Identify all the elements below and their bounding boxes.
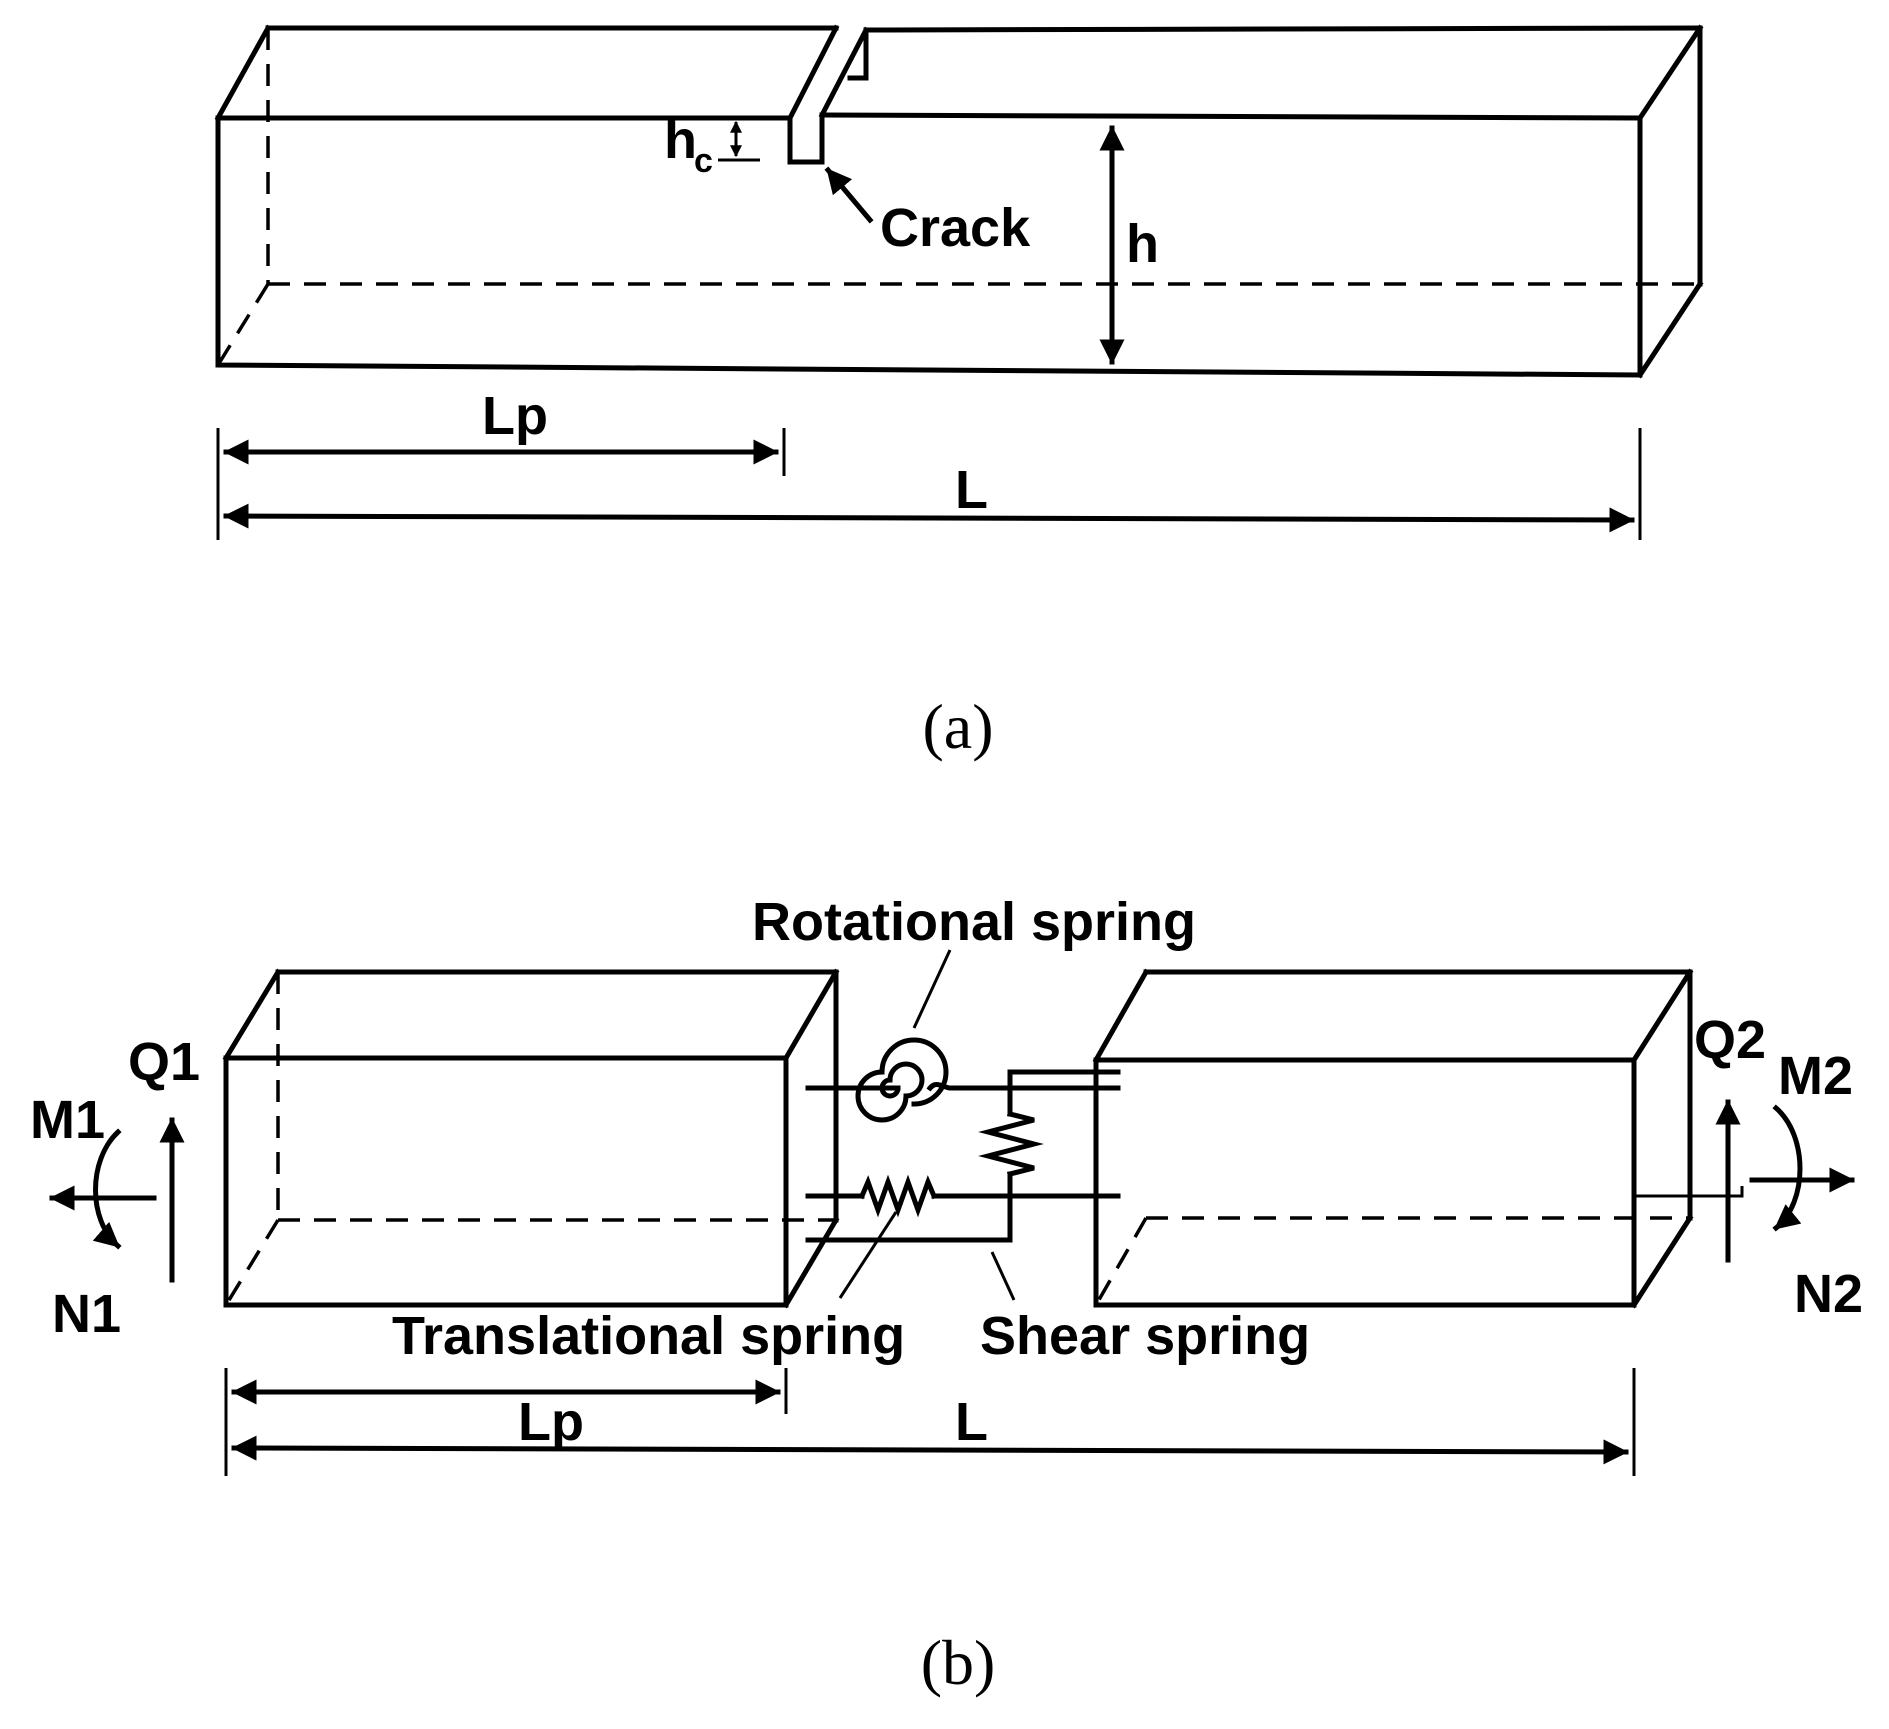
shear-spring-label: Shear spring — [980, 1306, 1310, 1366]
rotational-spring-leader — [912, 949, 952, 1029]
panel-b: Rotational spring — [30, 892, 1863, 1698]
crack-depth-dimension: h c — [664, 110, 760, 180]
crack-label: Crack — [880, 198, 1031, 258]
left-front-face — [223, 1055, 789, 1308]
right-hidden-edge-diagonal — [1094, 1217, 1148, 1306]
beam-front-top-right — [819, 112, 1643, 121]
left-beam-segment — [222, 968, 840, 1309]
right-top-diag-2 — [1630, 968, 1694, 1064]
q1-label: Q1 — [128, 1032, 200, 1092]
m2-moment-arrow — [1772, 1104, 1803, 1232]
crack-face-diagonal-1 — [786, 24, 840, 122]
rotational-spring-label: Rotational spring — [752, 892, 1196, 952]
m1-moment-arrow — [92, 1128, 122, 1250]
l-arrow — [223, 503, 1635, 533]
hc-subscript: c — [694, 142, 713, 180]
crack-notch — [787, 112, 825, 165]
m1-label: M1 — [30, 1090, 105, 1150]
right-axis-line — [1634, 1186, 1744, 1198]
left-top-diag-2 — [782, 968, 840, 1062]
n1-label: N1 — [52, 1284, 121, 1344]
b-lp-label: Lp — [518, 1392, 584, 1452]
rotational-spring-coil — [855, 1037, 949, 1123]
right-bottom-diag — [1630, 1214, 1694, 1309]
right-end-loads: Q2 M2 N2 — [1634, 1010, 1863, 1324]
left-bottom-diag — [782, 1216, 840, 1309]
cracked-beam — [214, 24, 1704, 379]
left-top-diag-1 — [222, 968, 282, 1062]
left-end-loads: Q1 M1 N1 — [30, 1032, 200, 1344]
caption-b: (b) — [921, 1627, 996, 1698]
right-front-face — [1093, 1057, 1637, 1308]
crack-top-notch — [847, 27, 869, 81]
left-hidden-edge-diagonal — [224, 1219, 280, 1306]
rotational-spring-right-lead — [926, 1081, 1121, 1092]
translational-spring-leader — [838, 1211, 898, 1299]
shear-spring-coil — [978, 1110, 1044, 1178]
translational-spring-label: Translational spring — [392, 1306, 905, 1366]
shear-spring-leader — [990, 1251, 1016, 1301]
m2-label: M2 — [1778, 1046, 1853, 1106]
top-face-left-diagonal — [214, 24, 272, 122]
right-face-bottom-diagonal — [1636, 280, 1704, 379]
crack-pointer-arrow — [824, 166, 874, 224]
b-l-label: L — [955, 1392, 988, 1452]
translational-spring-coil — [858, 1174, 938, 1218]
lp-label: Lp — [482, 386, 548, 446]
spring-connections — [805, 1037, 1121, 1243]
right-beam-segment — [1092, 968, 1694, 1309]
hidden-edge-diagonal — [216, 283, 270, 366]
beam-front-face — [215, 115, 1643, 378]
b-l-arrow — [231, 1435, 1629, 1465]
top-face-back-right — [863, 25, 1703, 33]
height-label: h — [1126, 214, 1159, 274]
l-label: L — [955, 460, 988, 520]
top-face-right-diagonal — [1636, 24, 1704, 122]
hc-label: h — [664, 110, 697, 170]
crack-face-diagonal-2 — [818, 26, 870, 119]
caption-a: (a) — [922, 691, 993, 762]
panel-a: h c Crack h Lp L (a) — [214, 24, 1704, 762]
n2-label: N2 — [1794, 1264, 1863, 1324]
q2-label: Q2 — [1694, 1010, 1766, 1070]
right-top-diag-1 — [1092, 968, 1150, 1064]
